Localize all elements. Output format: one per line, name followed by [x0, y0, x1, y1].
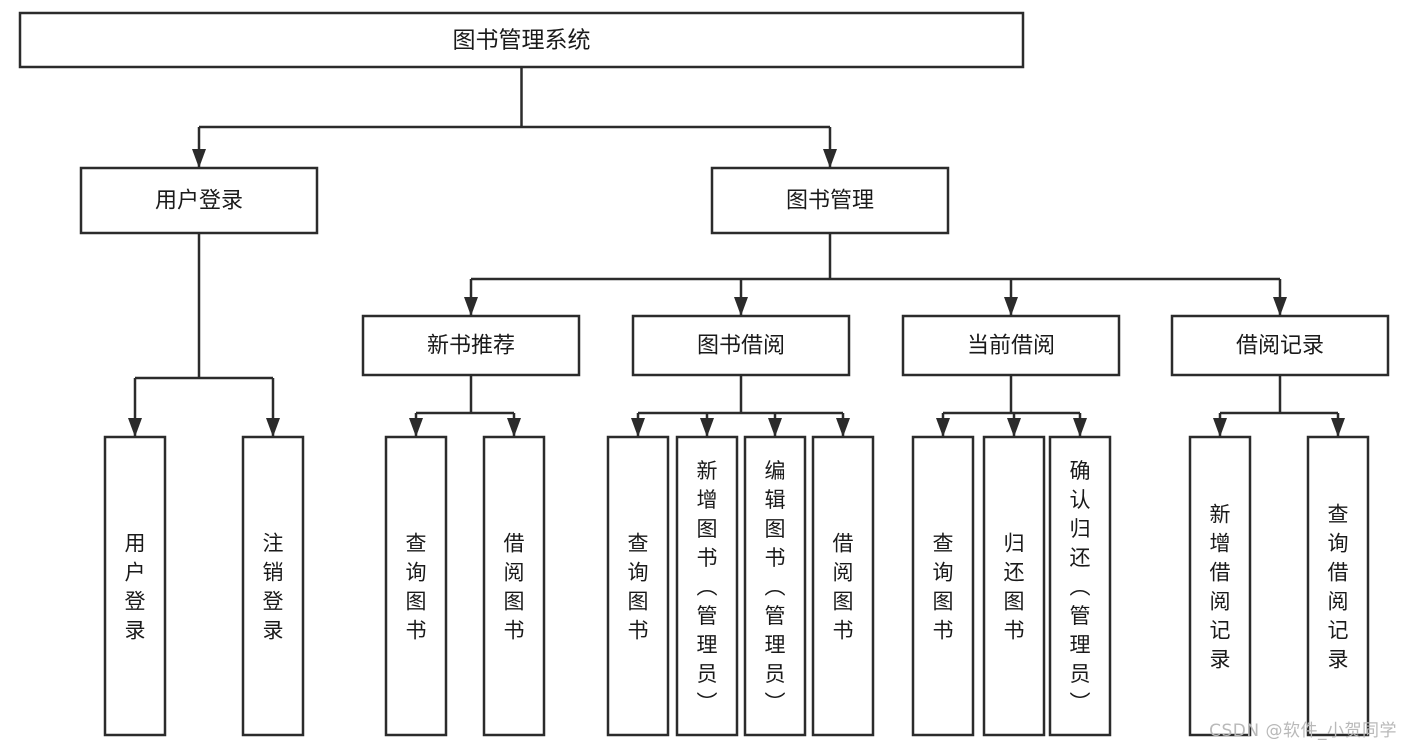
- node-box-leaf-query-book-1[interactable]: [384, 435, 448, 737]
- node-box-leaf-confirm-return[interactable]: [1048, 435, 1112, 737]
- node-box-leaf-add-book[interactable]: [675, 435, 739, 737]
- node-label-book-manage: 图书管理: [786, 189, 874, 214]
- node-root[interactable]: 图书管理系统: [18, 11, 1025, 69]
- arrow-head-leaf-user-login: [128, 418, 142, 437]
- node-box-leaf-return-book[interactable]: [982, 435, 1046, 737]
- node-box-leaf-query-book-2[interactable]: [606, 435, 670, 737]
- node-label-new-book-rec: 新书推荐: [427, 334, 515, 359]
- arrow-head-book-manage: [823, 149, 837, 168]
- node-label-book-borrow: 图书借阅: [697, 334, 785, 359]
- node-label-leaf-add-book: 新增图书︵管理员︶: [697, 459, 718, 715]
- node-leaf-query-book-1[interactable]: 查询图书: [384, 435, 448, 737]
- node-box-leaf-add-record[interactable]: [1188, 435, 1252, 737]
- arrow-head-leaf-borrow-book-1: [507, 418, 521, 437]
- node-box-leaf-user-logout[interactable]: [241, 435, 305, 737]
- node-book-manage[interactable]: 图书管理: [710, 166, 950, 235]
- node-label-leaf-confirm-return: 确认归还︵管理员︶: [1070, 459, 1091, 715]
- node-box-user-login[interactable]: [79, 166, 319, 235]
- edge-layer: [128, 67, 1345, 437]
- node-leaf-borrow-book-1[interactable]: 借阅图书: [482, 435, 546, 737]
- node-leaf-borrow-book-2[interactable]: 借阅图书: [811, 435, 875, 737]
- node-label-current-borrow: 当前借阅: [967, 334, 1055, 359]
- node-leaf-user-login[interactable]: 用户登录: [103, 435, 167, 737]
- node-label-leaf-return-book: 归还图书: [1004, 532, 1025, 643]
- arrow-head-leaf-query-record: [1331, 418, 1345, 437]
- node-leaf-edit-book[interactable]: 编辑图书︵管理员︶: [743, 435, 807, 737]
- node-box-leaf-query-record[interactable]: [1306, 435, 1370, 737]
- node-box-root[interactable]: [18, 11, 1025, 69]
- node-label-leaf-add-record: 新增借阅记录: [1210, 503, 1231, 672]
- arrow-head-leaf-return-book: [1007, 418, 1021, 437]
- node-box-leaf-user-login[interactable]: [103, 435, 167, 737]
- arrow-head-leaf-query-book-3: [936, 418, 950, 437]
- node-box-book-manage[interactable]: [710, 166, 950, 235]
- node-label-leaf-user-logout: 注销登录: [263, 532, 284, 643]
- node-borrow-record[interactable]: 借阅记录: [1170, 314, 1390, 377]
- node-box-leaf-borrow-book-1[interactable]: [482, 435, 546, 737]
- node-label-user-login: 用户登录: [155, 189, 243, 214]
- arrow-head-new-book-rec: [464, 297, 478, 316]
- node-leaf-return-book[interactable]: 归还图书: [982, 435, 1046, 737]
- node-current-borrow[interactable]: 当前借阅: [901, 314, 1121, 377]
- arrow-head-user-login: [192, 149, 206, 168]
- node-label-leaf-query-book-1: 查询图书: [406, 532, 427, 643]
- node-user-login[interactable]: 用户登录: [79, 166, 319, 235]
- arrow-head-leaf-confirm-return: [1073, 418, 1087, 437]
- arrow-head-leaf-query-book-1: [409, 418, 423, 437]
- arrow-head-leaf-user-logout: [266, 418, 280, 437]
- node-label-leaf-query-book-2: 查询图书: [628, 532, 649, 643]
- node-label-leaf-query-record: 查询借阅记录: [1328, 503, 1349, 672]
- node-leaf-user-logout[interactable]: 注销登录: [241, 435, 305, 737]
- node-leaf-query-record[interactable]: 查询借阅记录: [1306, 435, 1370, 737]
- node-leaf-add-book[interactable]: 新增图书︵管理员︶: [675, 435, 739, 737]
- node-book-borrow[interactable]: 图书借阅: [631, 314, 851, 377]
- node-leaf-query-book-2[interactable]: 查询图书: [606, 435, 670, 737]
- arrow-head-book-borrow: [734, 297, 748, 316]
- arrow-head-leaf-query-book-2: [631, 418, 645, 437]
- arrow-head-leaf-add-book: [700, 418, 714, 437]
- node-label-leaf-borrow-book-1: 借阅图书: [504, 532, 525, 643]
- node-label-leaf-borrow-book-2: 借阅图书: [833, 532, 854, 643]
- node-label-root: 图书管理系统: [453, 28, 591, 54]
- node-box-book-borrow[interactable]: [631, 314, 851, 377]
- node-box-leaf-query-book-3[interactable]: [911, 435, 975, 737]
- node-layer: 图书管理系统用户登录图书管理新书推荐图书借阅当前借阅借阅记录用户登录注销登录查询…: [18, 11, 1390, 737]
- arrow-head-leaf-edit-book: [768, 418, 782, 437]
- node-leaf-query-book-3[interactable]: 查询图书: [911, 435, 975, 737]
- arrow-head-leaf-borrow-book-2: [836, 418, 850, 437]
- node-box-new-book-rec[interactable]: [361, 314, 581, 377]
- arrow-head-leaf-add-record: [1213, 418, 1227, 437]
- node-box-leaf-borrow-book-2[interactable]: [811, 435, 875, 737]
- node-box-borrow-record[interactable]: [1170, 314, 1390, 377]
- node-new-book-rec[interactable]: 新书推荐: [361, 314, 581, 377]
- node-label-leaf-edit-book: 编辑图书︵管理员︶: [765, 459, 786, 715]
- node-label-leaf-query-book-3: 查询图书: [933, 532, 954, 643]
- node-box-current-borrow[interactable]: [901, 314, 1121, 377]
- node-leaf-add-record[interactable]: 新增借阅记录: [1188, 435, 1252, 737]
- node-label-leaf-user-login: 用户登录: [125, 532, 146, 643]
- node-box-leaf-edit-book[interactable]: [743, 435, 807, 737]
- arrow-head-current-borrow: [1004, 297, 1018, 316]
- arrow-head-borrow-record: [1273, 297, 1287, 316]
- node-label-borrow-record: 借阅记录: [1236, 334, 1324, 359]
- node-leaf-confirm-return[interactable]: 确认归还︵管理员︶: [1048, 435, 1112, 737]
